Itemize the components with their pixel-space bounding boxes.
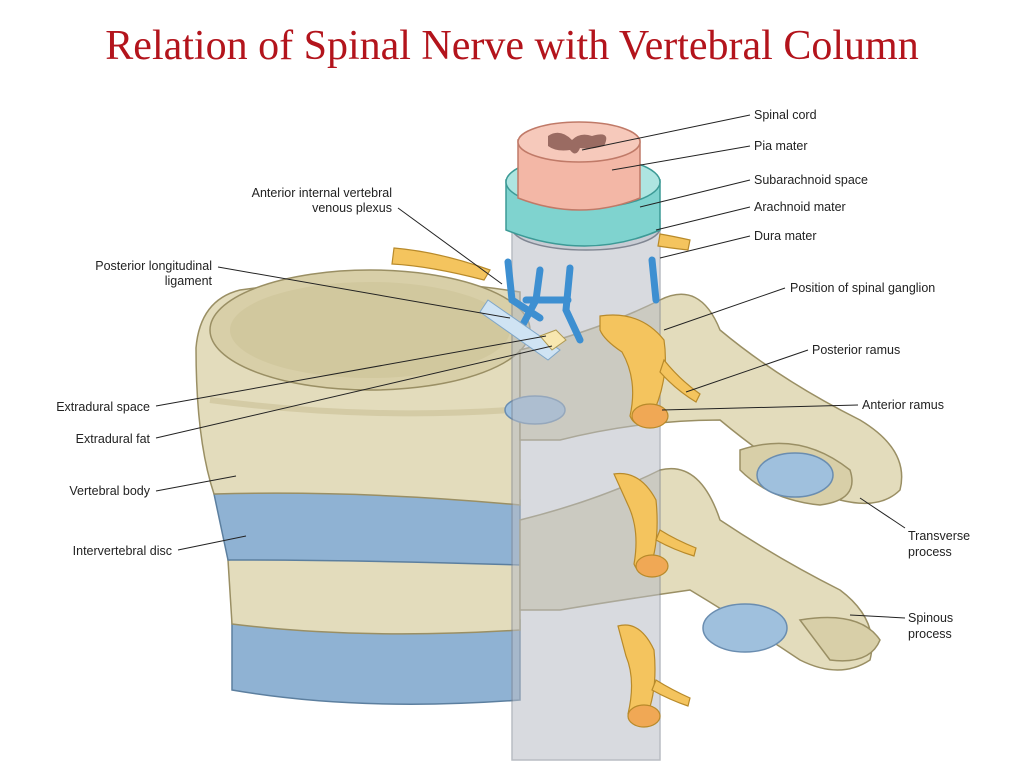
label-spinous-process-line1: Spinous xyxy=(908,611,953,625)
label-posterior-ligament-line1: Posterior longitudinal xyxy=(95,259,212,273)
label-vertebral-body: Vertebral body xyxy=(69,484,150,498)
label-dura-mater: Dura mater xyxy=(754,229,817,243)
posterior-ligament-shape xyxy=(479,299,561,361)
label-transverse-process-line2: process xyxy=(908,545,952,559)
label-intervertebral-disc: Intervertebral disc xyxy=(73,544,172,558)
label-posterior-ramus: Posterior ramus xyxy=(812,343,900,357)
label-arachnoid-mater: Arachnoid mater xyxy=(754,200,846,214)
label-subarachnoid-space: Subarachnoid space xyxy=(754,173,868,187)
label-extradural-fat: Extradural fat xyxy=(76,432,151,446)
label-anterior-ramus: Anterior ramus xyxy=(862,398,944,412)
leader-lines xyxy=(155,114,906,619)
venous-plexus xyxy=(504,256,660,344)
label-posterior-ligament-line2: ligament xyxy=(165,274,213,288)
label-spinal-cord: Spinal cord xyxy=(754,108,817,122)
spinal-nerves xyxy=(391,233,701,728)
label-extradural-space: Extradural space xyxy=(56,400,150,414)
label-spinous-process-line2: process xyxy=(908,627,952,641)
page-title: Relation of Spinal Nerve with Vertebral … xyxy=(105,23,919,69)
label-anterior-plexus-line1: Anterior internal vertebral xyxy=(252,186,392,200)
vertebral-column-bodies xyxy=(195,269,531,705)
spinal-cord-top xyxy=(505,121,661,247)
label-spinal-ganglion: Position of spinal ganglion xyxy=(790,281,935,295)
label-pia-mater: Pia mater xyxy=(754,139,808,153)
label-transverse-process-line1: Transverse xyxy=(908,529,970,543)
label-anterior-plexus-line2: venous plexus xyxy=(312,201,392,215)
extradural-fat-shape xyxy=(539,329,567,351)
